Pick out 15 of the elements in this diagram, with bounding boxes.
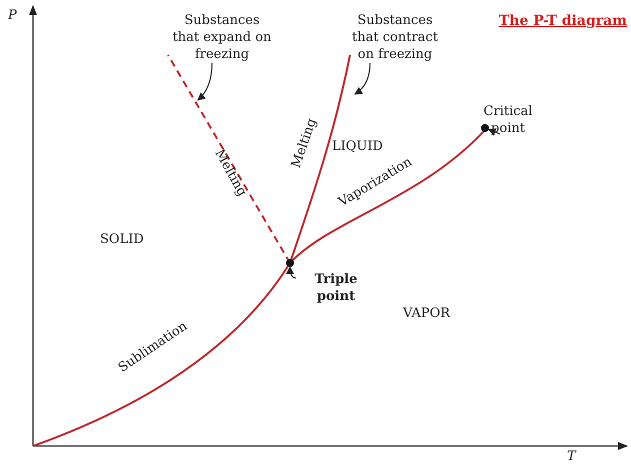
point-marker	[481, 124, 489, 132]
leader-line	[286, 266, 296, 279]
leader-line	[488, 128, 500, 136]
callout-text: Substances that expand on freezing	[172, 12, 272, 63]
callout-text: Substances that contract on freezing	[345, 12, 445, 63]
phase-label: VAPOR	[403, 306, 450, 321]
leader-line	[197, 62, 213, 101]
phase-label: LIQUID	[332, 139, 383, 154]
diagram-title: The P-T diagram	[498, 14, 627, 29]
axis-label: P	[8, 8, 17, 23]
point-marker	[286, 259, 294, 267]
axis-label: T	[567, 449, 576, 464]
leader-line	[354, 62, 371, 95]
callout-text: Triple point	[296, 271, 376, 305]
phase-label: SOLID	[100, 232, 144, 247]
